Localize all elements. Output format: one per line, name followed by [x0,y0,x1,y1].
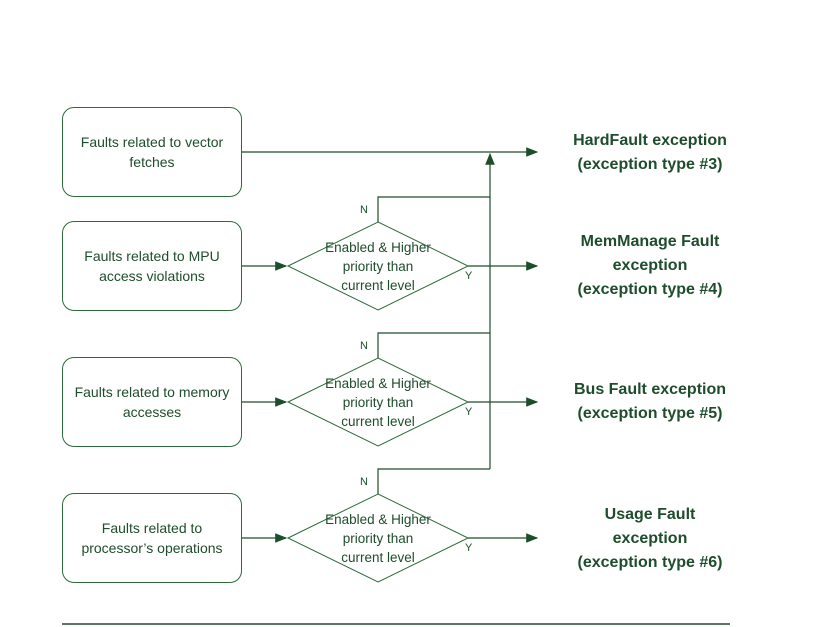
exception-hardfault: HardFault exception (exception type #3) [573,132,727,173]
yes-label-1: Y [465,270,473,282]
source-label-mpu-violations: Faults related to MPU access violations [84,248,220,284]
no-label-1: N [360,204,368,216]
source-box-memory-accesses: Faults related to memory accesses [62,357,242,447]
exception-usagefault: Usage Fault exception (exception type #6… [577,506,723,571]
decision-label-3: Enabled & Higher priority than current l… [325,512,431,565]
decision-label-2: Enabled & Higher priority than current l… [325,376,431,429]
yes-label-3: Y [465,542,473,554]
exception-memmanage: MemManage Fault exception (exception typ… [577,233,723,298]
arrow-decision2-no [377,332,490,358]
source-label-memory-accesses: Faults related to memory accesses [74,384,230,420]
arrow-decision1-no [377,196,490,222]
source-label-processor-operations: Faults related to processor’s operations [81,520,223,556]
source-label-vector-fetches: Faults related to vector fetches [80,134,224,170]
no-label-2: N [360,340,368,352]
decision-label-1: Enabled & Higher priority than current l… [325,240,431,293]
exception-busfault: Bus Fault exception (exception type #5) [573,381,727,422]
source-box-mpu-violations: Faults related to MPU access violations [62,221,242,311]
yes-label-2: Y [465,406,473,418]
no-label-3: N [360,476,368,488]
source-box-processor-operations: Faults related to processor’s operations [62,493,242,583]
arrow-decision3-no [377,468,490,494]
source-box-vector-fetches: Faults related to vector fetches [62,107,242,197]
